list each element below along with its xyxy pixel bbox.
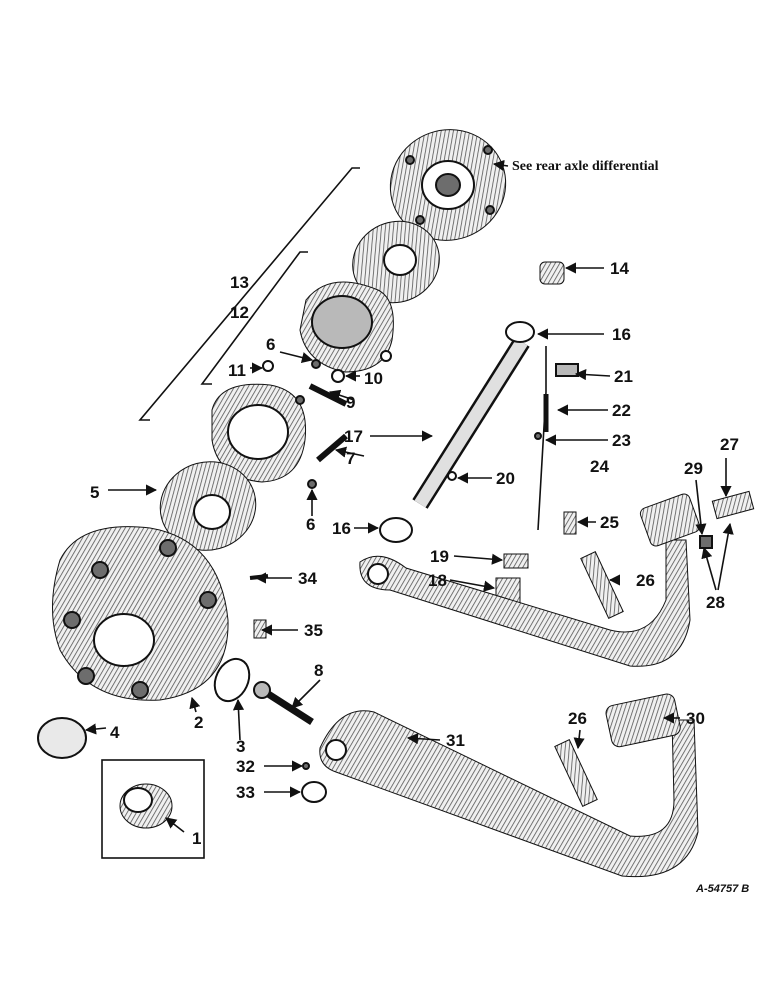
callout-17: 17	[344, 427, 363, 446]
cover-4	[37, 717, 87, 759]
callout-9: 9	[346, 393, 355, 412]
washer-10	[331, 369, 345, 383]
brake-pedal-lower	[319, 693, 699, 878]
callout-3: 3	[236, 737, 245, 756]
callout-23: 23	[612, 431, 631, 450]
lock-14	[539, 261, 565, 285]
pad-27	[711, 490, 755, 520]
callout-26-upper: 26	[636, 571, 655, 590]
callout-21: 21	[614, 367, 633, 386]
pin-6-lower	[307, 479, 317, 489]
callout-25: 25	[600, 513, 619, 532]
pin-20	[447, 471, 457, 481]
actuating-plate-13	[211, 383, 307, 483]
callout-16-lower: 16	[332, 519, 351, 538]
callout-12: 12	[230, 303, 249, 322]
callout-14: 14	[610, 259, 629, 278]
leader-arrows	[84, 159, 734, 833]
brake-housing-2	[52, 526, 229, 701]
cotter-32	[302, 762, 310, 770]
callout-6-upper: 6	[266, 335, 275, 354]
callout-27: 27	[720, 435, 739, 454]
callout-13: 13	[230, 273, 249, 292]
spring-35	[253, 619, 267, 639]
callout-31: 31	[446, 731, 465, 750]
callout-34: 34	[298, 569, 317, 588]
spring-25	[563, 511, 577, 535]
group-bracket-13	[138, 167, 360, 421]
callout-28: 28	[706, 593, 725, 612]
callout-24: 24	[590, 457, 609, 476]
pin-23	[534, 432, 542, 440]
brake-pedal-upper	[359, 493, 701, 667]
link-7	[316, 433, 348, 463]
bracket-21	[555, 363, 579, 377]
plate-29	[699, 535, 713, 549]
callout-16-upper: 16	[612, 325, 631, 344]
callout-33: 33	[236, 783, 255, 802]
callout-11: 11	[228, 361, 246, 380]
washer-33	[301, 781, 327, 803]
callout-22: 22	[612, 401, 631, 420]
callout-2: 2	[194, 713, 203, 732]
callout-10: 10	[364, 369, 383, 388]
callout-32: 32	[236, 757, 255, 776]
callout-7: 7	[346, 449, 355, 468]
callout-19: 19	[430, 547, 449, 566]
gasket-3	[213, 657, 251, 703]
pawl-19	[503, 553, 529, 569]
callout-4: 4	[110, 723, 120, 742]
link-9	[308, 383, 348, 407]
pedal-shaft-17	[379, 321, 535, 543]
differential-housing	[389, 129, 507, 241]
group-bracket-12	[200, 251, 308, 385]
callout-35: 35	[304, 621, 323, 640]
callout-5: 5	[90, 483, 99, 502]
callout-8: 8	[314, 661, 323, 680]
return-spring-26-lower	[554, 739, 598, 807]
return-spring-26-upper	[580, 551, 624, 619]
brake-disc-upper	[352, 220, 440, 304]
callout-20: 20	[496, 469, 515, 488]
brake-disc-5	[159, 461, 257, 551]
pin-6-upper	[311, 359, 321, 369]
reference-note: See rear axle differential	[512, 159, 659, 174]
callout-26-lower: 26	[568, 709, 587, 728]
drawing-number: A-54757 B	[695, 883, 749, 895]
plug-inset-box	[101, 759, 205, 859]
callout-1: 1	[192, 829, 201, 848]
adjusting-bolt-8	[253, 681, 314, 725]
actuating-plate-12	[299, 281, 394, 373]
spring-11	[262, 360, 274, 372]
callout-29: 29	[684, 459, 703, 478]
callout-18: 18	[428, 571, 447, 590]
lock-rod-24	[537, 346, 547, 531]
callout-6-lower: 6	[306, 515, 315, 534]
callout-30: 30	[686, 709, 705, 728]
